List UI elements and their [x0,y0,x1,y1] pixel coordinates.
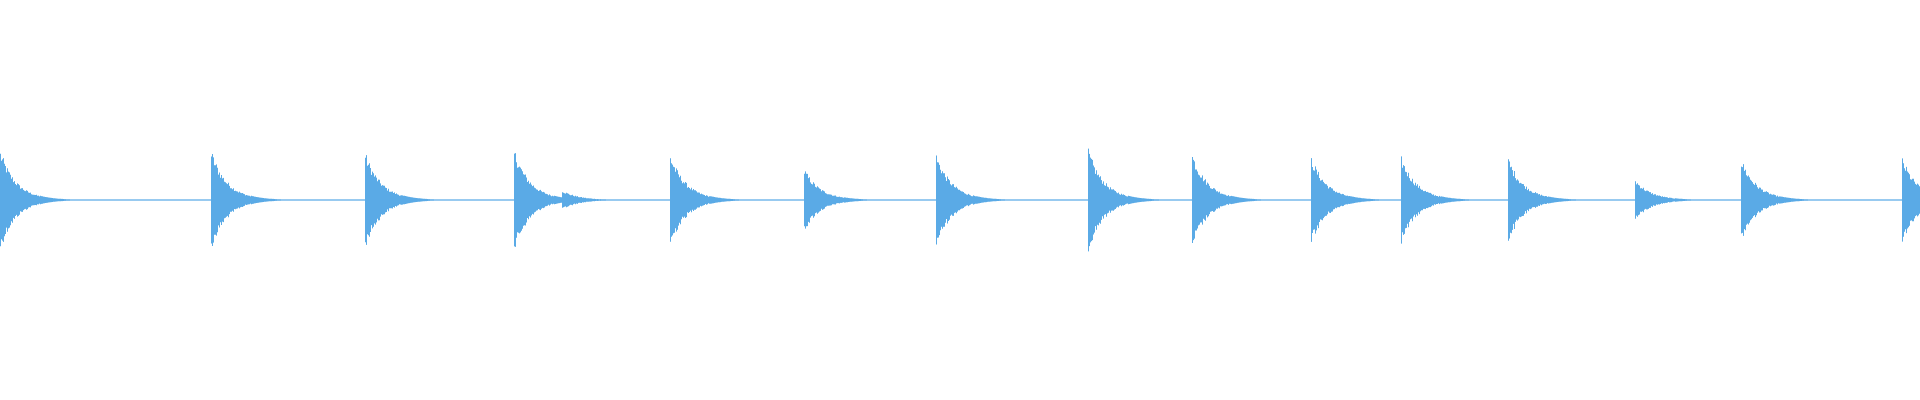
waveform-transient [1088,148,1192,252]
waveform-transient [1902,158,1920,242]
waveform-transient [0,153,211,247]
waveform-transient [804,171,936,229]
waveform-transient [1508,159,1635,241]
waveform-transient [1401,156,1508,244]
waveform-transient [514,153,562,247]
waveform-transient [562,192,670,208]
waveform-transient [1192,157,1311,243]
waveform-transient [670,158,804,242]
waveform-body [0,148,1920,252]
waveform-transient [936,155,1088,245]
waveform-transient [1741,164,1902,236]
waveform-transient [211,154,365,246]
waveform-transient [365,155,514,245]
waveform-transient [1311,158,1401,242]
waveform-transient [1635,181,1741,219]
